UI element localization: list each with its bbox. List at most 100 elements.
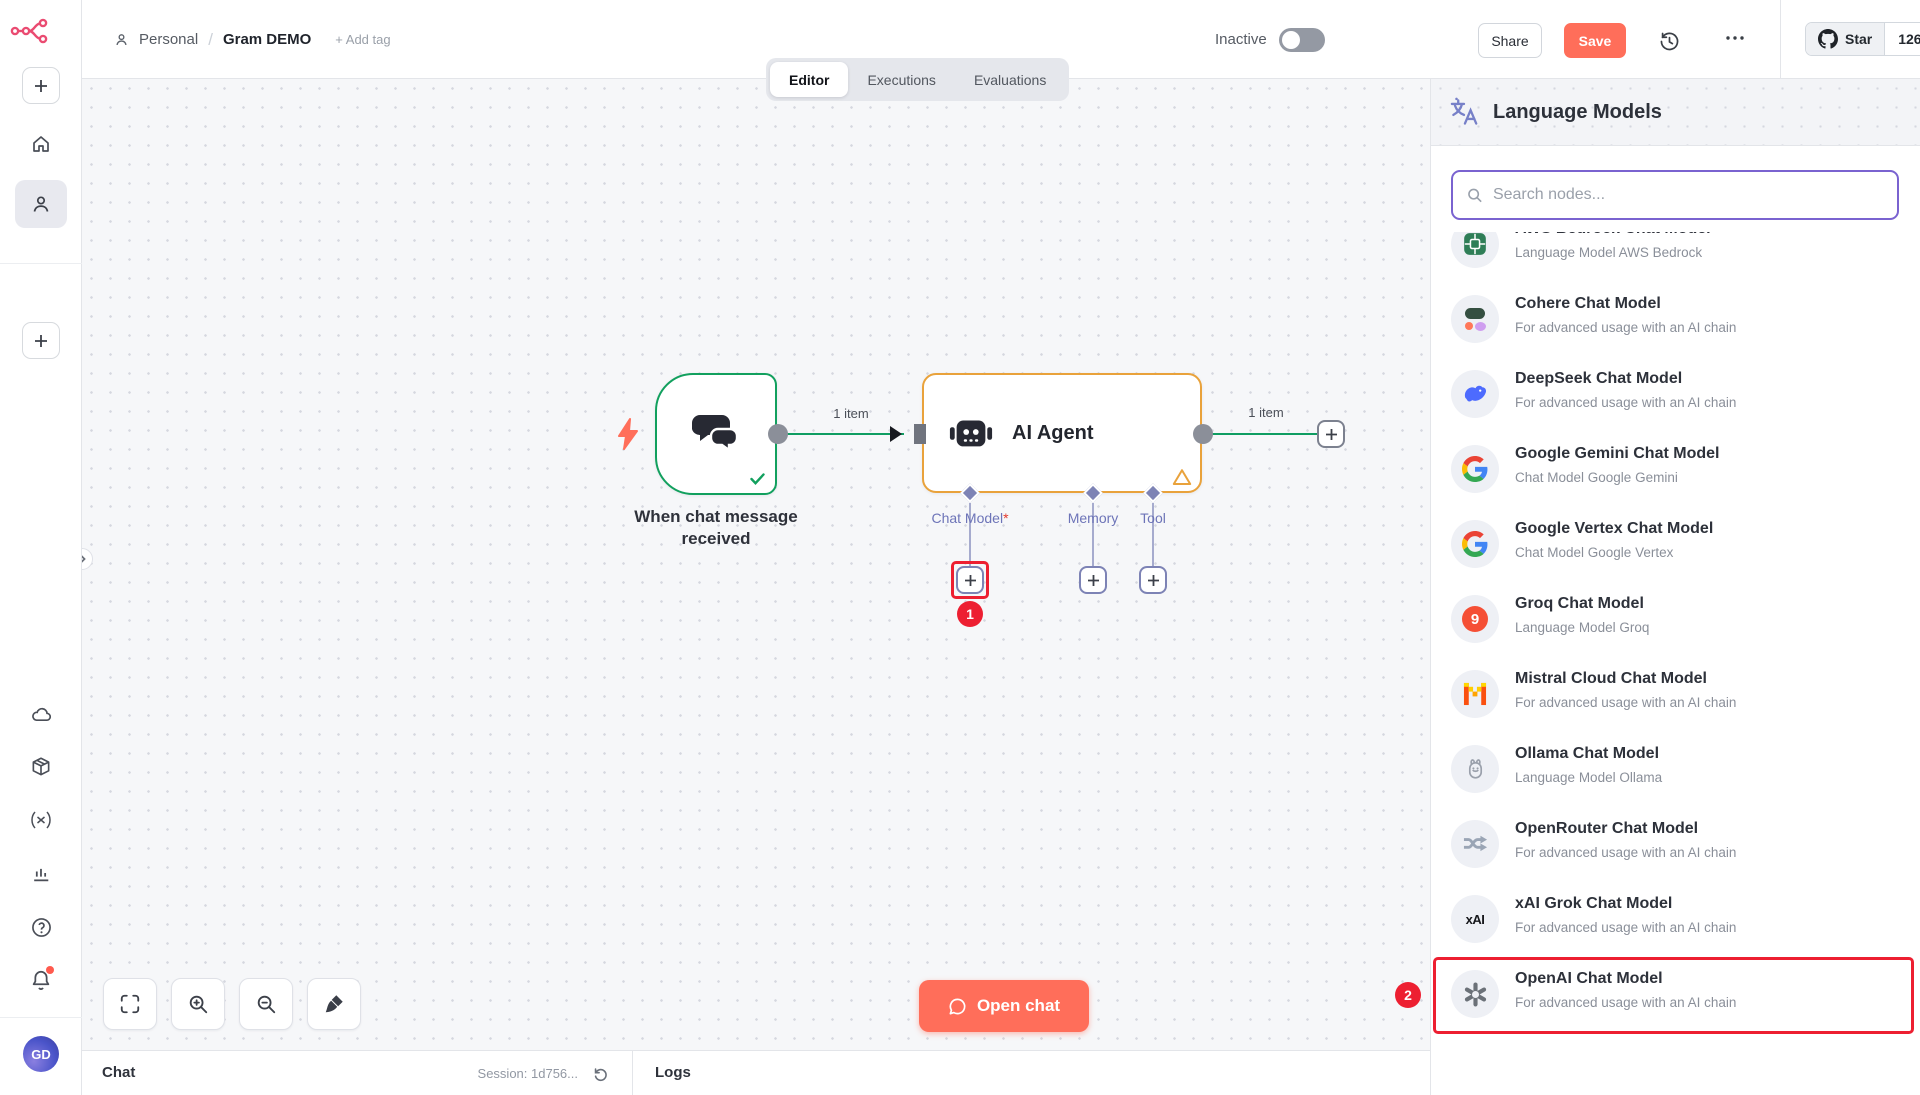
sidebar-item-insights[interactable] xyxy=(0,861,82,884)
breadcrumb-separator: / xyxy=(208,29,213,49)
github-icon xyxy=(1818,29,1838,49)
activation-label: Inactive xyxy=(1215,31,1267,48)
reset-session-button[interactable] xyxy=(588,1062,612,1086)
activation-toggle[interactable] xyxy=(1278,27,1325,52)
add-tool-button[interactable] xyxy=(1139,566,1167,594)
model-item-groq[interactable]: 9 Groq Chat Model Language Model Groq xyxy=(1431,582,1920,657)
model-icon xyxy=(1451,820,1499,868)
bar-chart-icon xyxy=(33,868,48,882)
port-drop-line xyxy=(969,503,971,566)
node-ai-agent[interactable]: AI Agent xyxy=(922,373,1202,493)
model-item-ollama[interactable]: Ollama Chat Model Language Model Ollama xyxy=(1431,732,1920,807)
save-button[interactable]: Save xyxy=(1564,23,1626,58)
check-icon xyxy=(750,473,765,485)
tab-editor[interactable]: Editor xyxy=(770,62,849,97)
port-drop-line xyxy=(1152,503,1154,566)
sidebar-item-notifications[interactable] xyxy=(0,966,82,993)
toggle-knob xyxy=(1281,30,1300,49)
breadcrumb: Personal / Gram DEMO + Add tag xyxy=(114,0,391,79)
n8n-logo[interactable] xyxy=(10,16,50,46)
bell-icon xyxy=(32,970,50,990)
home-icon xyxy=(33,136,49,152)
chat-panel-tab[interactable]: Chat xyxy=(102,1064,136,1081)
model-icon xyxy=(1451,445,1499,493)
sidebar-item-variables[interactable] xyxy=(0,808,82,832)
share-button[interactable]: Share xyxy=(1478,23,1542,58)
trigger-output-connector[interactable] xyxy=(768,424,788,444)
tidy-up-button[interactable] xyxy=(307,978,361,1030)
model-name: AWS Bedrock Chat Model xyxy=(1515,232,1711,238)
zoom-in-button[interactable] xyxy=(171,978,225,1030)
memory-port-label: Memory xyxy=(1067,510,1119,526)
model-item-google-vertex[interactable]: Google Vertex Chat Model Chat Model Goog… xyxy=(1431,507,1920,582)
plus-icon xyxy=(1147,574,1159,586)
open-chat-button[interactable]: Open chat xyxy=(919,980,1089,1032)
bottom-panel-bar: Chat Session: 1d756... Logs xyxy=(82,1050,1430,1095)
tab-evaluations[interactable]: Evaluations xyxy=(955,62,1065,97)
sidebar-item-help[interactable] xyxy=(0,916,82,939)
logs-panel-tab[interactable]: Logs xyxy=(655,1064,691,1081)
model-icon xyxy=(1451,970,1499,1018)
model-item-xai-grok[interactable]: xAI xAI Grok Chat Model For advanced usa… xyxy=(1431,882,1920,957)
avatar-initials: GD xyxy=(31,1046,51,1062)
tab-executions[interactable]: Executions xyxy=(848,62,954,97)
agent-output-connector[interactable] xyxy=(1193,424,1213,444)
sidebar-item-home[interactable] xyxy=(0,133,82,155)
search-input[interactable] xyxy=(1492,186,1883,204)
model-item-openai[interactable]: OpenAI Chat Model For advanced usage wit… xyxy=(1431,957,1920,1032)
model-name: Cohere Chat Model xyxy=(1515,295,1661,312)
sidebar-new-workflow-button[interactable] xyxy=(22,67,60,104)
model-item-cohere[interactable]: Cohere Chat Model For advanced usage wit… xyxy=(1431,282,1920,357)
workflow-history-button[interactable] xyxy=(1654,26,1685,57)
more-options-button[interactable] xyxy=(1720,30,1750,46)
sidebar-item-templates[interactable] xyxy=(0,755,82,779)
chat-bubbles-icon xyxy=(692,415,739,453)
github-star-button[interactable]: Star xyxy=(1806,23,1886,55)
model-item-openrouter[interactable]: OpenRouter Chat Model For advanced usage… xyxy=(1431,807,1920,882)
sidebar-item-personal[interactable] xyxy=(15,180,67,228)
annotation-step1-badge: 1 xyxy=(957,601,983,627)
model-item-aws-bedrock[interactable]: AWS Bedrock Chat Model Language Model AW… xyxy=(1431,232,1920,282)
connection-items-label: 1 item xyxy=(833,406,869,421)
add-tag-button[interactable]: + Add tag xyxy=(335,32,391,47)
model-item-deepseek[interactable]: DeepSeek Chat Model For advanced usage w… xyxy=(1431,357,1920,432)
annotation-step2-badge: 2 xyxy=(1395,982,1421,1008)
package-icon xyxy=(32,757,50,776)
add-next-node-button[interactable] xyxy=(1317,420,1345,448)
model-description: Language Model Groq xyxy=(1515,620,1650,635)
model-icon xyxy=(1451,745,1499,793)
sidebar-add-project-button[interactable] xyxy=(22,322,60,359)
breadcrumb-owner[interactable]: Personal xyxy=(139,31,199,48)
connection-line[interactable] xyxy=(786,433,904,435)
chat-bubble-icon xyxy=(949,998,966,1014)
help-icon xyxy=(31,918,51,937)
user-icon xyxy=(33,196,49,212)
model-item-mistral[interactable]: Mistral Cloud Chat Model For advanced us… xyxy=(1431,657,1920,732)
github-star-count[interactable]: 126,649 xyxy=(1885,23,1920,55)
node-search[interactable] xyxy=(1451,170,1899,220)
connection-line[interactable] xyxy=(1211,433,1317,435)
sidebar-item-cloud[interactable] xyxy=(0,704,82,727)
fit-view-button[interactable] xyxy=(103,978,157,1030)
zoom-out-button[interactable] xyxy=(239,978,293,1030)
plus-icon xyxy=(1325,428,1337,440)
model-description: Language Model AWS Bedrock xyxy=(1515,245,1703,260)
workflow-canvas[interactable]: When chat message received 1 item AI Age… xyxy=(71,79,1430,1050)
node-chat-trigger[interactable] xyxy=(655,373,777,495)
undo-icon xyxy=(594,1068,607,1082)
add-memory-button[interactable] xyxy=(1079,566,1107,594)
add-chat-model-button[interactable] xyxy=(956,566,984,594)
model-name: OpenAI Chat Model xyxy=(1515,970,1663,987)
zoom-out-icon xyxy=(257,995,276,1014)
avatar[interactable]: GD xyxy=(23,1036,59,1072)
model-item-google-gemini[interactable]: Google Gemini Chat Model Chat Model Goog… xyxy=(1431,432,1920,507)
model-icon xyxy=(1451,670,1499,718)
statusbar-divider xyxy=(632,1051,633,1095)
workflow-name[interactable]: Gram DEMO xyxy=(222,31,312,48)
robot-icon xyxy=(949,420,993,447)
github-star-widget[interactable]: Star 126,649 xyxy=(1805,22,1920,56)
model-description: For advanced usage with an AI chain xyxy=(1515,395,1737,410)
agent-node-title: AI Agent xyxy=(1012,421,1094,444)
panel-title: Language Models xyxy=(1493,100,1662,123)
variables-icon xyxy=(31,811,51,829)
